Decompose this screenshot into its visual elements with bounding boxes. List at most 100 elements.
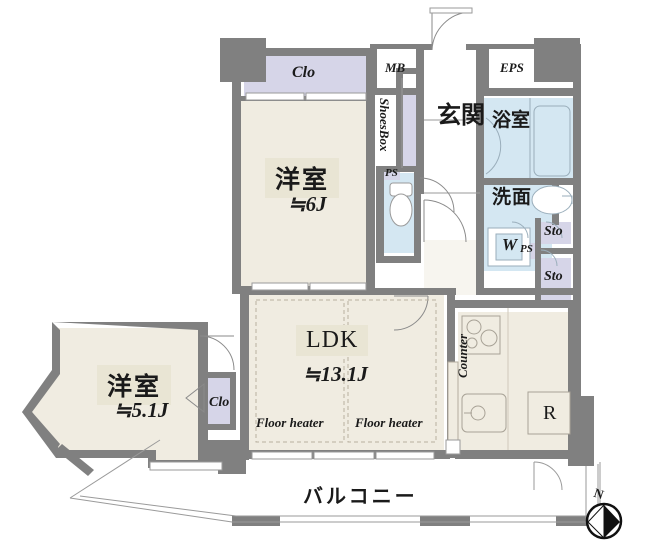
wall-sto-divider bbox=[535, 248, 581, 254]
bathtub bbox=[533, 105, 571, 177]
entry-door-arc bbox=[431, 11, 471, 51]
bedroom-main-size: ≒6J bbox=[288, 192, 327, 216]
closet-second-label: Clo bbox=[209, 395, 230, 410]
entry-door-frame bbox=[429, 7, 473, 14]
washer-label: W bbox=[502, 235, 518, 254]
closet-main-door-panel1 bbox=[245, 92, 305, 101]
toilet-door-arc bbox=[419, 177, 455, 213]
closet-main-door-panel2 bbox=[305, 92, 367, 101]
counter-label: Counter bbox=[455, 333, 470, 378]
bedroom-second-door-arc bbox=[199, 335, 235, 371]
wall-entrance-top-right bbox=[466, 44, 484, 50]
ldk-door-arc bbox=[393, 295, 429, 331]
wall-lower-diag bbox=[56, 444, 94, 476]
wall-toilet-right bbox=[414, 166, 421, 262]
ldk-window-1 bbox=[251, 451, 313, 460]
storage-upper-label: Sto bbox=[544, 224, 563, 239]
wall-balcony-bottom-seg2 bbox=[420, 516, 470, 526]
wall-closet-second-right bbox=[230, 372, 236, 430]
wall-eps-right bbox=[573, 44, 581, 96]
wall-ldk-left bbox=[240, 290, 249, 460]
wall-toilet-left bbox=[376, 166, 384, 262]
eps-label: EPS bbox=[500, 60, 524, 75]
wall-outer-right-upper bbox=[573, 94, 581, 304]
storage-upper-fill bbox=[541, 222, 571, 244]
bedroom-second-size: ≒5.1J bbox=[114, 398, 169, 422]
wall-shoesbox-left bbox=[396, 72, 403, 172]
ldk-zone-right bbox=[347, 299, 437, 443]
vanity-basin bbox=[531, 185, 573, 215]
wall-washroom-bottom bbox=[476, 288, 576, 295]
wall-corner-upper-right bbox=[534, 38, 580, 82]
hall-door-arc bbox=[423, 199, 467, 243]
refrigerator-box bbox=[527, 391, 571, 435]
wall-mb-left bbox=[370, 44, 377, 94]
storage-lower-label: Sto bbox=[544, 269, 563, 284]
ldk-window-3 bbox=[375, 451, 435, 460]
hall-floor bbox=[424, 240, 480, 295]
wall-right-exterior-block bbox=[568, 396, 594, 466]
wall-bedroom-main-left bbox=[232, 48, 241, 294]
wall-toilet-bottom bbox=[376, 256, 421, 263]
washroom-door-arc2 bbox=[545, 221, 563, 239]
closet-second-fill bbox=[208, 378, 230, 426]
ldk-window-2 bbox=[313, 451, 375, 460]
balcony-label: バルコニー bbox=[303, 484, 418, 508]
wall-ldk-top bbox=[240, 288, 380, 295]
wall-toilet-top bbox=[376, 166, 421, 172]
washer-pan-inner bbox=[495, 233, 523, 261]
wall-sto-left bbox=[535, 218, 541, 304]
wall-balcony-left-block bbox=[218, 452, 246, 474]
walls-exterior-lower bbox=[22, 412, 94, 476]
bedroom-main-door-panel1 bbox=[251, 282, 309, 291]
refrigerator-label: R bbox=[543, 402, 557, 424]
stove-burner-2 bbox=[480, 329, 498, 347]
wall-bedroom-main-right bbox=[366, 48, 375, 294]
shoes-box-fill bbox=[402, 78, 419, 168]
wall-balcony-bottom-seg3 bbox=[556, 516, 600, 526]
kitchen-door-arc bbox=[533, 461, 563, 491]
compass-needle-light bbox=[587, 503, 605, 540]
wall-shoesbox-top bbox=[396, 68, 424, 74]
ldk-floor bbox=[248, 290, 444, 450]
bedroom-second-window bbox=[149, 461, 223, 471]
shoes-box-label: ShoesBox bbox=[377, 98, 392, 152]
ldk-name: LDK bbox=[296, 325, 369, 356]
entrance-label: 玄関 bbox=[437, 101, 485, 129]
wall-shoesbox-right bbox=[418, 72, 424, 172]
ldk-size: ≒13.1J bbox=[303, 362, 368, 386]
bedroom-main-door-panel2 bbox=[309, 282, 367, 291]
fixtures bbox=[69, 7, 601, 523]
meter-box-label: MB bbox=[385, 60, 406, 75]
washroom-door-arc1 bbox=[511, 221, 529, 239]
ps-toilet-label: PS bbox=[385, 167, 398, 179]
wall-eps-top bbox=[481, 44, 539, 49]
wall-hall-bottom bbox=[376, 288, 456, 295]
wall-closet-second-bottom bbox=[204, 424, 234, 430]
floor-heater-left-label: Floor heater bbox=[256, 415, 324, 430]
wall-bath-bottom bbox=[476, 178, 581, 185]
wall-entrance-top-left bbox=[416, 44, 432, 50]
compass-icon bbox=[585, 502, 623, 540]
wall-corner-upper-left bbox=[220, 38, 266, 82]
balcony-outline bbox=[69, 439, 601, 523]
wall-closet-second-top bbox=[204, 372, 234, 378]
ps-hall-label: PS bbox=[520, 243, 533, 255]
balcony-rail-left bbox=[79, 495, 237, 517]
closet-main-label: Clo bbox=[292, 64, 316, 81]
wall-kitchen-bottom bbox=[455, 450, 581, 459]
stove-burner-3 bbox=[466, 337, 478, 349]
wall-mb-top bbox=[370, 44, 424, 49]
bath-label: 浴室 bbox=[492, 109, 531, 131]
wall-bedroom-second-right bbox=[198, 322, 208, 468]
sink bbox=[461, 393, 507, 433]
ldk-zone-left bbox=[255, 299, 345, 443]
vanity-faucet bbox=[562, 195, 573, 204]
wall-lower-left-angle bbox=[22, 412, 60, 450]
counter-end-block bbox=[445, 439, 461, 455]
bedroom-main-name: 洋室 bbox=[265, 158, 340, 198]
wall-top-closet bbox=[240, 48, 370, 56]
bedroom-second-name: 洋室 bbox=[97, 365, 172, 405]
